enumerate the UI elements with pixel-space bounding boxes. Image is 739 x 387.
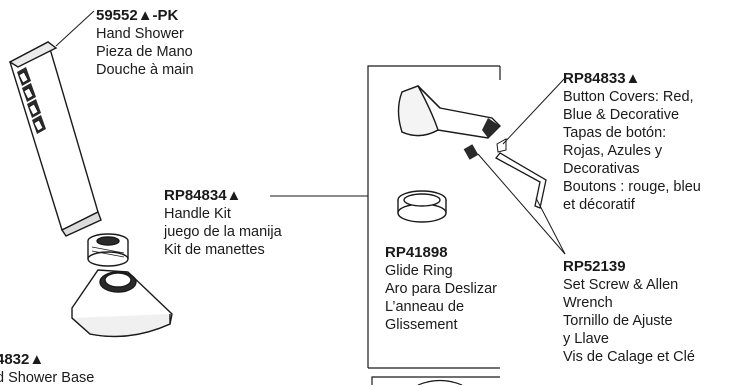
handle-kit-name-es: juego de la manija xyxy=(164,224,282,240)
set-screw-desc-5: Vis de Calage et Clé xyxy=(563,349,695,365)
button-covers-desc-5: Decorativas xyxy=(563,161,640,177)
handle-kit-name-fr: Kit de manettes xyxy=(164,242,265,258)
button-covers-part-number: RP84833▲ xyxy=(563,70,641,87)
hand-shower-base-name-en: d Shower Base xyxy=(0,370,95,386)
handle-illustration xyxy=(397,85,501,139)
button-covers-desc-3: Tapas de botón: xyxy=(563,125,667,141)
button-covers-desc-2: Blue & Decorative xyxy=(563,107,680,123)
hand-shower-name-fr: Douche à main xyxy=(96,62,194,78)
hand-shower-base-illustration xyxy=(71,269,173,338)
hand-shower-name-en: Hand Shower xyxy=(96,26,184,42)
button-covers-label: RP84833▲ Button Covers: Red, Blue & Deco… xyxy=(563,70,701,214)
hand-shower-base-part-number: 4832▲ xyxy=(0,351,45,368)
set-screw-illustration xyxy=(463,144,479,160)
box-frame xyxy=(367,65,501,385)
glide-ring-name-fr-1: L’anneau de xyxy=(385,299,465,315)
allen-wrench-illustration xyxy=(495,152,547,209)
set-screw-part-number: RP52139 xyxy=(563,258,626,275)
hand-shower-illustration xyxy=(8,40,102,237)
handle-kit-name-en: Handle Kit xyxy=(164,206,231,222)
handle-kit-part-number: RP84834▲ xyxy=(164,187,242,204)
set-screw-desc-3: Tornillo de Ajuste xyxy=(563,313,673,329)
hand-shower-name-es: Pieza de Mano xyxy=(96,44,193,60)
set-screw-desc-2: Wrench xyxy=(563,295,613,311)
hand-shower-label: 59552▲-PK Hand Shower Pieza de Mano Douc… xyxy=(96,7,194,79)
leader-lines xyxy=(55,10,566,255)
glide-ring-name-fr-2: Glissement xyxy=(385,317,458,333)
glide-ring-name-es: Aro para Deslizar xyxy=(385,281,498,297)
button-covers-desc-1: Button Covers: Red, xyxy=(563,89,694,105)
hand-shower-base-label: 4832▲ d Shower Base xyxy=(0,351,94,387)
button-covers-desc-4: Rojas, Azules y xyxy=(563,143,663,159)
partial-part-illustration xyxy=(417,379,463,385)
set-screw-desc-4: y Llave xyxy=(563,331,609,347)
glide-ring-name-en: Glide Ring xyxy=(385,263,453,279)
glide-ring-illustration xyxy=(397,190,447,223)
connector-nut-illustration xyxy=(87,233,129,267)
handle-kit-label: RP84834▲ Handle Kit juego de la manija K… xyxy=(164,187,282,259)
glide-ring-label: RP41898 Glide Ring Aro para Deslizar L’a… xyxy=(385,244,497,334)
button-cover-illustration xyxy=(496,138,507,153)
hand-shower-part-number: 59552▲-PK xyxy=(96,7,179,24)
button-covers-desc-6: Boutons : rouge, bleu xyxy=(563,179,701,195)
glide-ring-part-number: RP41898 xyxy=(385,244,448,261)
set-screw-desc-1: Set Screw & Allen xyxy=(563,277,679,293)
button-covers-desc-7: et décoratif xyxy=(563,197,635,213)
set-screw-label: RP52139 Set Screw & Allen Wrench Tornill… xyxy=(563,258,695,366)
